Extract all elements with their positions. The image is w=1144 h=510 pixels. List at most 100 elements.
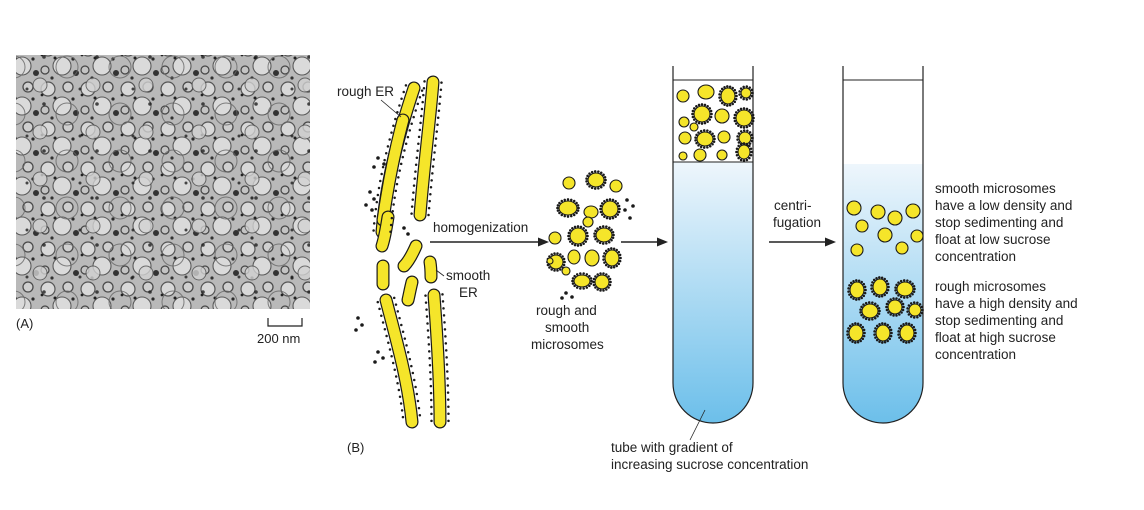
ribosome-dot (603, 175, 607, 179)
ribosome-dot (558, 201, 561, 205)
ribosome-dot (880, 276, 884, 279)
ribosome-dot (431, 165, 435, 168)
ribosome-dot (899, 338, 903, 342)
free-ribosome (560, 296, 564, 300)
smooth-microsome (561, 266, 571, 276)
smooth-er-tubule (377, 114, 409, 226)
ribosome-dot (862, 334, 866, 338)
ribosome-dot (603, 215, 606, 219)
ribosome-dot (579, 243, 583, 247)
ribosome-dot (568, 229, 572, 232)
ribosome-dot (912, 290, 916, 294)
free-ribosome (376, 350, 380, 354)
ribosome-dot (742, 129, 746, 132)
ribosome-dot (901, 302, 905, 306)
ribosome-dot (599, 204, 603, 208)
ribosome-dot (617, 204, 621, 208)
ribosome-dot (733, 100, 737, 104)
ribosome-dot (610, 228, 613, 231)
ribosome-dot (887, 311, 890, 314)
ribosome-dot (585, 237, 589, 241)
ribosome-dot (579, 272, 582, 275)
ribosome-dot (430, 412, 433, 416)
ribosome-dot (895, 314, 898, 317)
ribosome-dot (607, 247, 610, 251)
free-ribosome (376, 156, 380, 160)
ribosome-dot (901, 308, 905, 312)
ribosome-dot (735, 154, 739, 157)
ribosome-dot (584, 240, 588, 243)
ribosome-dot (885, 291, 889, 295)
tube-wall-after (842, 66, 924, 424)
ribosome-dot (412, 378, 416, 382)
ribosome-dot (892, 314, 895, 317)
rough-er-label: rough ER (337, 84, 394, 99)
ribosome-dot (913, 328, 917, 332)
ribosome-dot (706, 129, 709, 132)
ribosome-dot (585, 180, 588, 183)
ribosome-dot (699, 129, 703, 133)
ribosome-dot (376, 193, 380, 197)
ribosome-dot (410, 205, 414, 208)
ribosome-dot (860, 313, 863, 317)
ribosome-dot (576, 209, 580, 212)
ribosome-dot (886, 339, 889, 343)
ribosome-dot (734, 91, 738, 95)
ribosome-dot (856, 322, 860, 325)
ribosome-dot (899, 279, 903, 283)
ribosome-dot (713, 137, 716, 141)
ribosome-dot (911, 293, 914, 296)
micrograph-overlay (16, 55, 310, 309)
ribosome-dot (419, 121, 422, 125)
ribosome-dot (428, 357, 431, 360)
ribosome-dot (590, 186, 594, 190)
ribosome-dot (418, 413, 422, 417)
ribosome-dot (425, 315, 429, 318)
ribosome-dot (421, 100, 424, 104)
ribosome-dot (697, 103, 701, 107)
ribosome-dot (867, 301, 871, 304)
ribosome-dot (582, 287, 585, 290)
ribosome-dot (410, 212, 413, 215)
ribosome-dot (745, 98, 749, 101)
ribosome-dot (900, 311, 903, 314)
ribosome-dot (429, 192, 432, 196)
ribosome-dot (559, 268, 562, 271)
ribosome-dot (428, 199, 431, 203)
ribosome-dot (699, 145, 703, 149)
ribosome-dot (906, 310, 909, 313)
ribosome-dot (875, 294, 878, 298)
ribosome-dot (889, 313, 892, 316)
ribosome-dot (402, 90, 405, 94)
ribosome-dot (610, 239, 613, 242)
ribosome-dot (875, 338, 879, 342)
ribosome-dot (848, 324, 852, 328)
ribosome-dot (910, 339, 913, 343)
ribosome-dot (415, 156, 419, 159)
ribosome-dot (434, 144, 437, 147)
rough-microsome (595, 227, 613, 243)
rough-microsome-note: rough microsomes have a high density and… (935, 279, 1078, 362)
rough-note-line: rough microsomes (935, 279, 1046, 294)
rough-microsome (558, 200, 578, 216)
ribosome-dot (899, 295, 903, 299)
ribosome-dot (604, 178, 607, 182)
ribosome-dot (847, 290, 850, 293)
ribosome-dot (889, 328, 893, 332)
ribosome-dot (556, 209, 560, 212)
rough-microsome (740, 87, 752, 99)
ribosome-dot (444, 335, 447, 338)
ribosome-dot (728, 104, 732, 107)
ribosome-dot (437, 109, 441, 112)
ribosome-dot (567, 234, 570, 238)
rough-microsome (861, 303, 879, 319)
ribosome-dot (742, 142, 746, 145)
ribosome-dot (383, 158, 386, 162)
ribosome-dot (398, 104, 401, 107)
ribosome-dot (905, 322, 908, 325)
ribosome-dot (736, 135, 739, 138)
free-ribosome (628, 216, 632, 220)
ribosome-dot (391, 210, 394, 213)
ribosome-dot (880, 295, 884, 298)
ribosome-dot (702, 146, 706, 149)
